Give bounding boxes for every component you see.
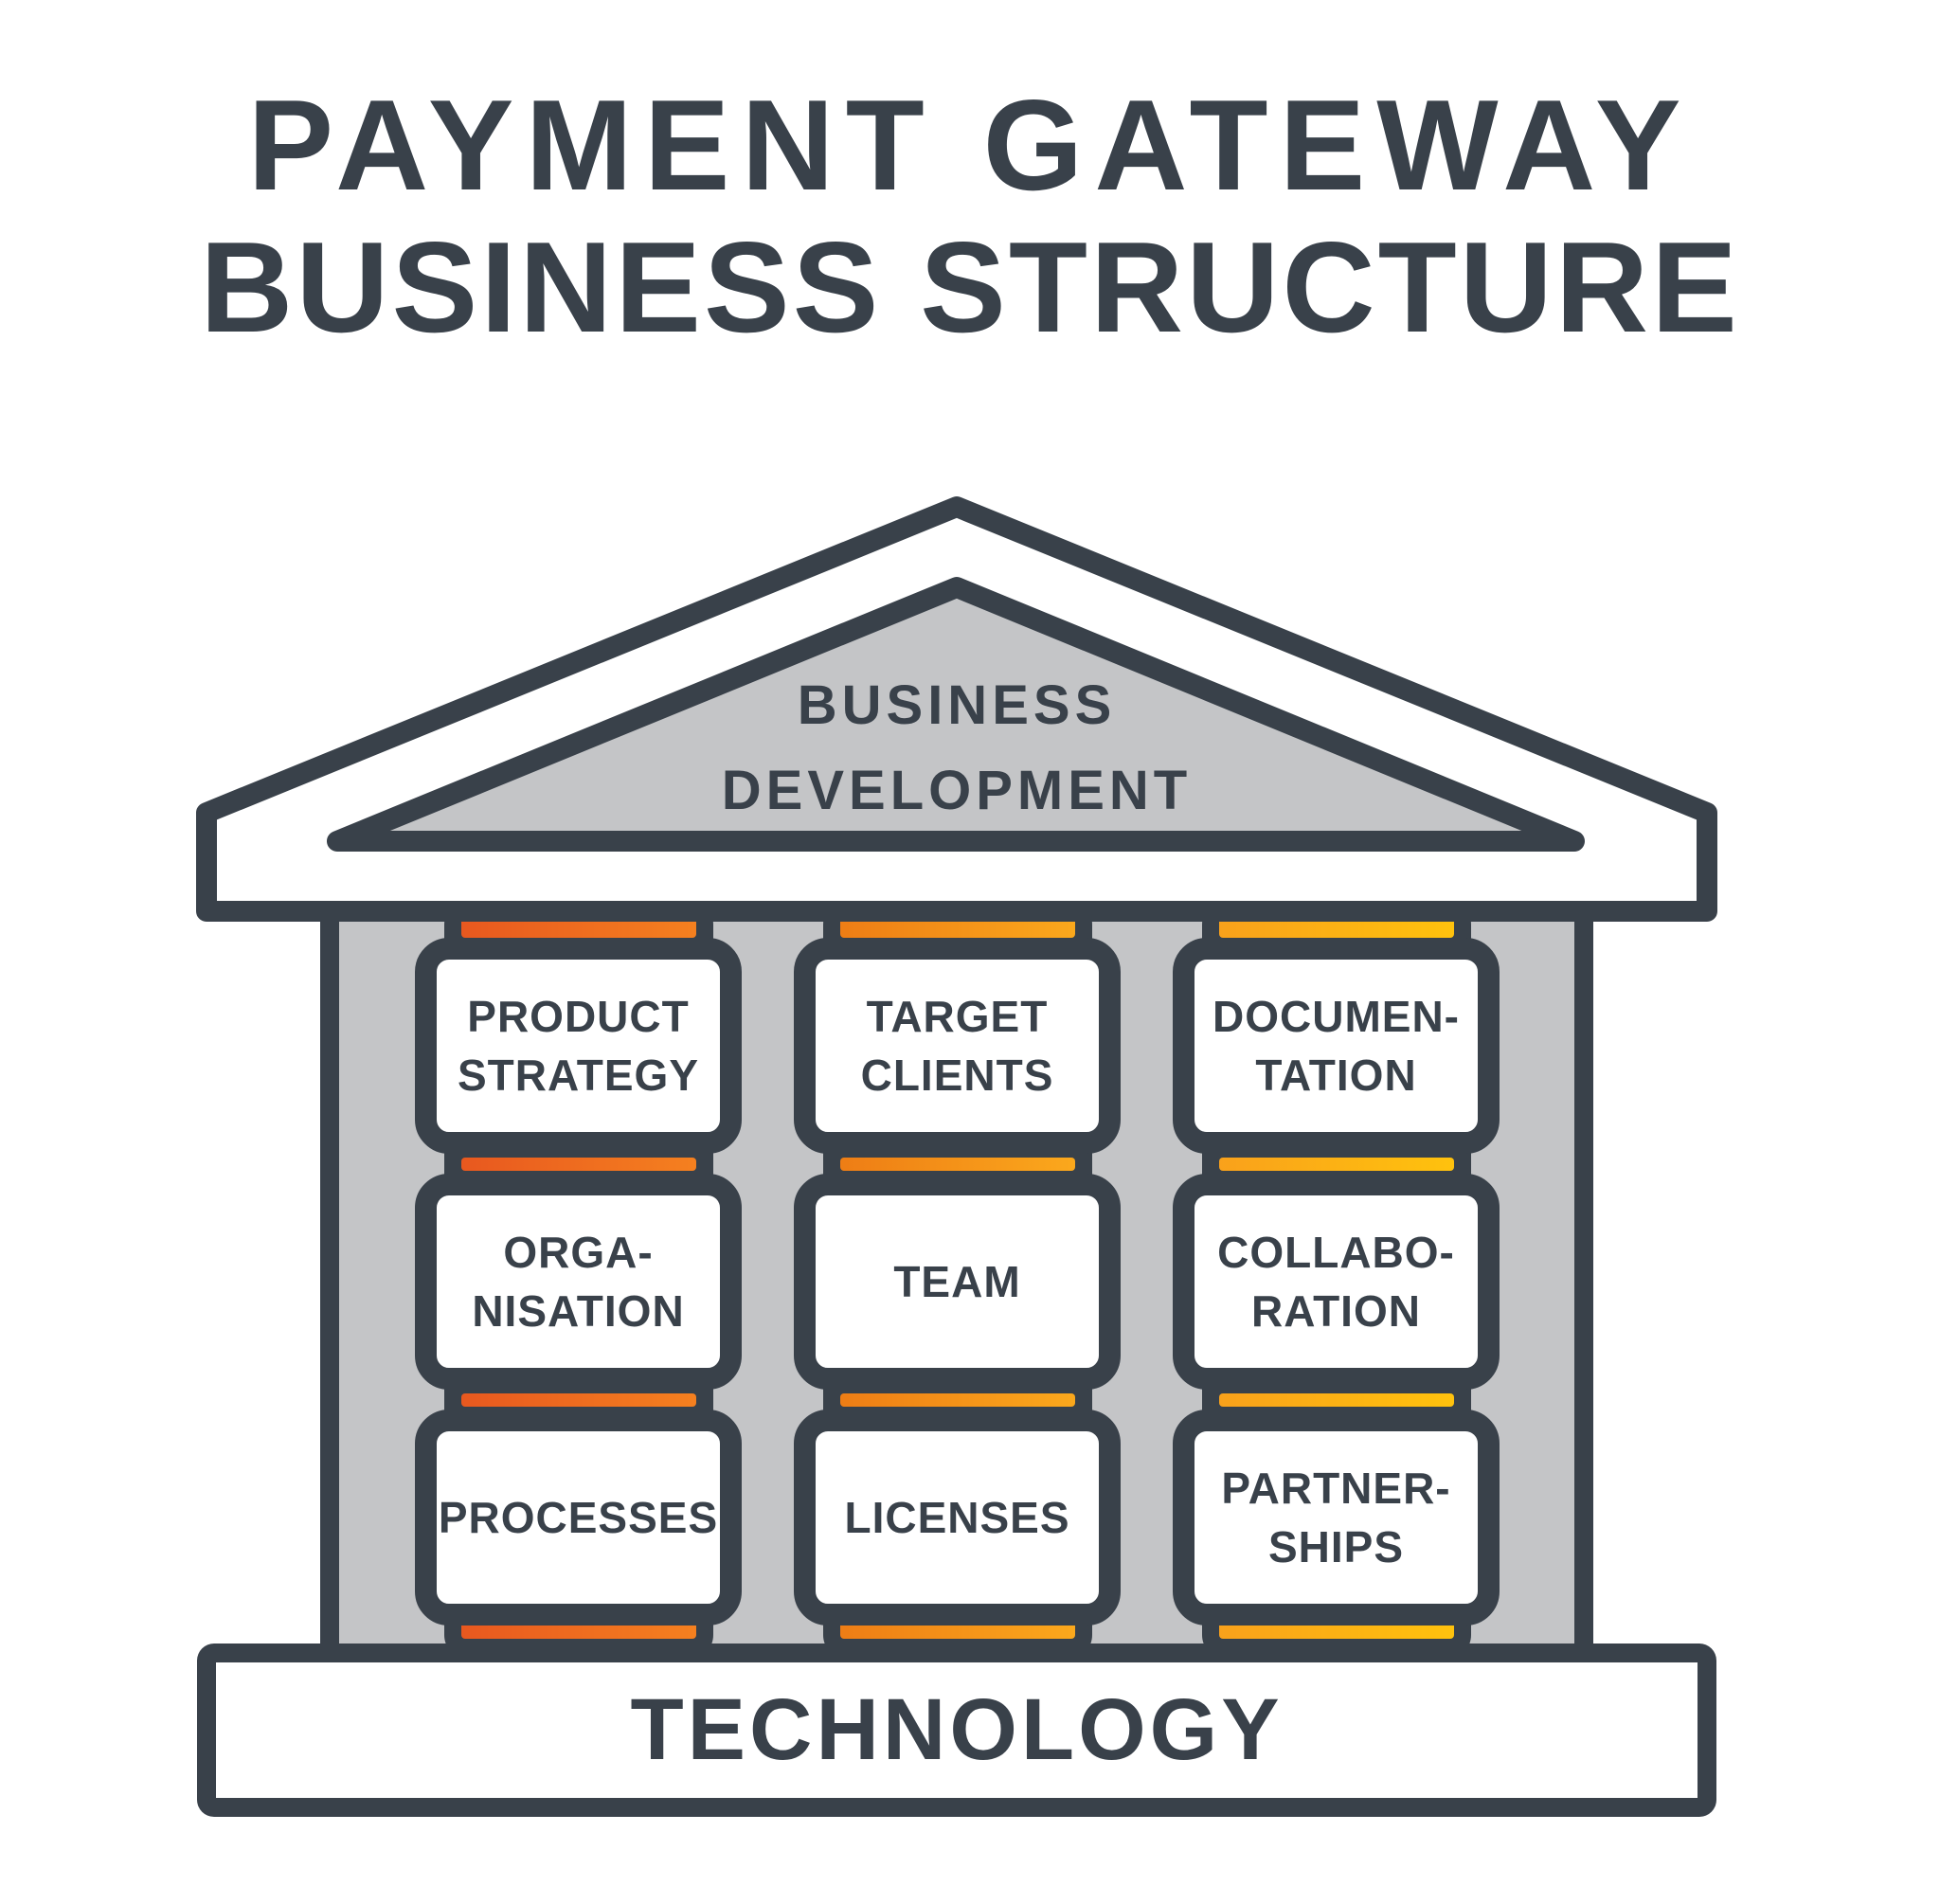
page-title-line-1: PAYMENT GATEWAY	[247, 73, 1693, 217]
cell-label-line: STRATEGY	[457, 1051, 700, 1100]
page-title-line-2: BUSINESS STRUCTURE	[200, 215, 1740, 359]
pillar-3-mid-segment-1	[1219, 1158, 1454, 1171]
pillar-1-foot-segment	[461, 1622, 696, 1639]
cell-label-line: SHIPS	[1267, 1522, 1405, 1572]
cell-collaboration: COLLABO- RATION	[1173, 1174, 1500, 1390]
cell-label-line: PARTNER-	[1221, 1464, 1451, 1513]
cell-label-line: CLIENTS	[860, 1051, 1054, 1100]
cell-processes: PROCESSES	[415, 1410, 742, 1626]
pillar-2-mid-segment-1	[840, 1158, 1075, 1171]
pillar-2-cap-segment	[840, 917, 1075, 938]
pillar-3-foot-segment	[1219, 1622, 1454, 1639]
cell-label-line: DOCUMEN-	[1212, 992, 1460, 1041]
pillar-2-mid-segment-2	[840, 1393, 1075, 1407]
cell-label-line: COLLABO-	[1217, 1228, 1455, 1277]
pillar-1-mid-segment-2	[461, 1393, 696, 1407]
cell-product-strategy: PRODUCT STRATEGY	[415, 938, 742, 1154]
pillar-3-cap-segment	[1219, 917, 1454, 938]
cell-organisation: ORGA- NISATION	[415, 1174, 742, 1390]
cell-label-line: TARGET	[866, 992, 1049, 1041]
pillar-3-mid-segment-2	[1219, 1393, 1454, 1407]
pillar-2-foot-segment	[840, 1622, 1075, 1639]
cell-label-line: RATION	[1251, 1286, 1421, 1336]
cell-team: TEAM	[794, 1174, 1121, 1390]
cell-partnerships: PARTNER- SHIPS	[1173, 1410, 1500, 1626]
cell-label-line: TEAM	[893, 1257, 1021, 1306]
pillar-1-mid-segment-1	[461, 1158, 696, 1171]
wall-right	[1574, 911, 1593, 1644]
cell-label-line: PROCESSES	[438, 1493, 719, 1542]
base-label: TECHNOLOGY	[630, 1681, 1284, 1778]
pediment-label-line-2: DEVELOPMENT	[721, 760, 1193, 821]
cell-label-line: TATION	[1255, 1051, 1417, 1100]
cell-label-line: LICENSES	[844, 1493, 1070, 1542]
pediment-label: BUSINESS DEVELOPMENT	[388, 663, 1525, 834]
cell-target-clients: TARGET CLIENTS	[794, 938, 1121, 1154]
cell-label-line: PRODUCT	[467, 992, 690, 1041]
cell-label-line: ORGA-	[503, 1228, 654, 1277]
wall-left	[320, 911, 339, 1644]
cell-label-line: NISATION	[472, 1286, 685, 1336]
cell-licenses: LICENSES	[794, 1410, 1121, 1626]
page-title: PAYMENT GATEWAY BUSINESS STRUCTURE	[0, 74, 1940, 358]
base-plinth: TECHNOLOGY	[197, 1644, 1716, 1817]
pediment-label-line-1: BUSINESS	[797, 674, 1117, 736]
pillar-1-cap-segment	[461, 917, 696, 938]
cell-documentation: DOCUMEN- TATION	[1173, 938, 1500, 1154]
